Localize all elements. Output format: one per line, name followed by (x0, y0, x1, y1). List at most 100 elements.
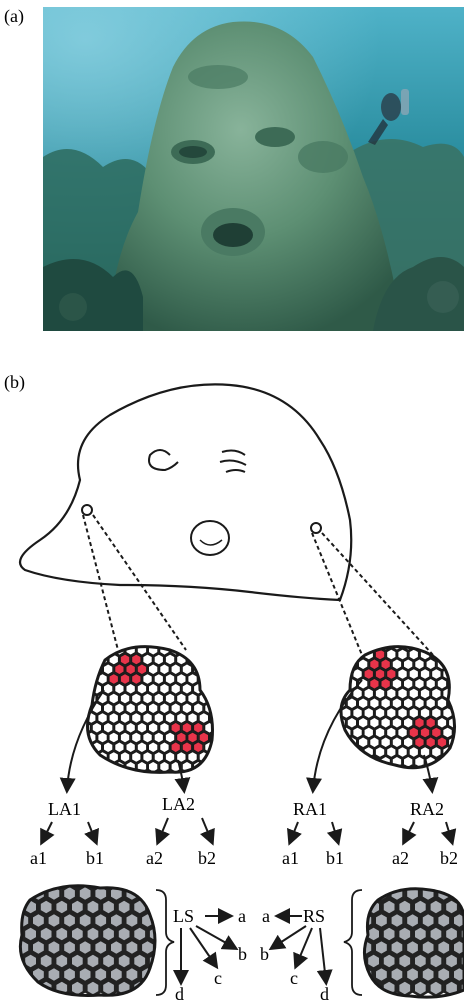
polyp-hex (8, 953, 21, 968)
polyp-hex (210, 771, 220, 782)
polyp-hex (383, 872, 396, 887)
polyp-hex (347, 698, 357, 710)
polyp-hex (102, 926, 115, 941)
polyp-hex (171, 742, 181, 754)
polyp-hex (370, 717, 380, 729)
polyp-hex (353, 766, 363, 777)
polyp-hex (330, 688, 340, 699)
polyp-hex (409, 746, 419, 757)
polyp-hex (154, 732, 164, 743)
polyp-hex (141, 886, 154, 901)
polyp-hex (120, 634, 130, 645)
polyp-hex (176, 712, 186, 723)
right-sample-point (311, 523, 321, 533)
polyp-hex (131, 693, 141, 704)
polyp-hex (420, 668, 430, 679)
polyp-hex (86, 980, 99, 995)
polyp-hex (420, 727, 430, 738)
polyp-hex (420, 707, 430, 718)
polyp-hex (437, 737, 447, 749)
polyp-hex (182, 644, 192, 656)
polyp-hex (383, 953, 396, 968)
polyp-hex (131, 673, 141, 684)
ls-target-a: a (238, 906, 246, 926)
polyp-hex (63, 940, 76, 955)
label-ra2: RA2 (410, 799, 444, 819)
polyp-hex (171, 703, 181, 715)
polyp-hex (188, 673, 198, 684)
polyp-hex (165, 732, 175, 743)
polyp-hex (398, 746, 408, 757)
polyp-hex (110, 967, 123, 982)
polyp-hex (386, 629, 396, 640)
polyp-hex (149, 980, 162, 995)
polyp-hex (358, 639, 368, 651)
sub-la2-b2: b2 (198, 848, 216, 868)
left-sample-point (82, 505, 92, 515)
polyp-hex (210, 654, 220, 665)
polyp-hex (154, 712, 164, 723)
polyp-hex (160, 664, 170, 676)
polyp-hex (420, 688, 430, 699)
polyp-hex (120, 673, 130, 684)
polyp-hex (40, 953, 53, 968)
polyp-hex (193, 644, 203, 656)
polyp-hex (454, 649, 464, 660)
polyp-hex (118, 926, 131, 941)
polyp-hex (109, 732, 119, 743)
polyp-hex (426, 737, 436, 749)
polyp-hex (126, 722, 136, 734)
polyp-hex (98, 712, 108, 723)
polyp-hex (137, 722, 147, 734)
ls-target-d: d (175, 984, 184, 1002)
polyp-hex (403, 737, 413, 749)
polyp-hex (437, 717, 447, 729)
polyp-hex (115, 683, 125, 695)
polyp-hex (341, 649, 351, 660)
polyp-hex (386, 727, 396, 738)
polyp-hex (351, 980, 364, 995)
polyp-hex (358, 717, 368, 729)
polyp-hex (381, 659, 391, 671)
polyp-hex (79, 913, 92, 928)
polyp-hex (199, 634, 209, 645)
polyp-hex (422, 913, 435, 928)
polyp-hex (143, 693, 153, 704)
polyp-hex (40, 926, 53, 941)
polyp-hex (398, 707, 408, 718)
polyp-hex (75, 693, 85, 704)
polyp-hex (193, 742, 203, 754)
polyp-hex (71, 926, 84, 941)
polyp-hex (137, 703, 147, 715)
polyp-hex (86, 654, 96, 665)
polyp-hex (443, 629, 453, 640)
left-zoom-blob (75, 634, 220, 782)
polyp-hex (409, 688, 419, 699)
polyp-hex (171, 683, 181, 695)
polyp-hex (81, 644, 91, 656)
polyp-hex (437, 678, 447, 690)
polyp-hex (409, 727, 419, 738)
polyp-hex (75, 771, 85, 782)
polyp-hex (392, 717, 402, 729)
polyp-hex (364, 688, 374, 699)
polyp-hex (406, 913, 419, 928)
polyp-hex (102, 980, 115, 995)
polyp-hex (137, 664, 147, 676)
polyp-hex (431, 668, 441, 679)
polyp-hex (445, 926, 458, 941)
polyp-hex (40, 899, 53, 914)
polyp-hex (125, 940, 138, 955)
polyp-hex (199, 654, 209, 665)
polyp-hex (443, 766, 453, 777)
polyp-hex (199, 712, 209, 723)
polyp-hex (454, 707, 464, 718)
polyp-hex (375, 707, 385, 718)
polyp-hex (383, 899, 396, 914)
polyp-hex (120, 732, 130, 743)
polyp-hex (154, 673, 164, 684)
polyp-hex (188, 634, 198, 645)
polyp-hex (347, 717, 357, 729)
polyp-hex (375, 688, 385, 699)
polyp-hex (143, 751, 153, 762)
